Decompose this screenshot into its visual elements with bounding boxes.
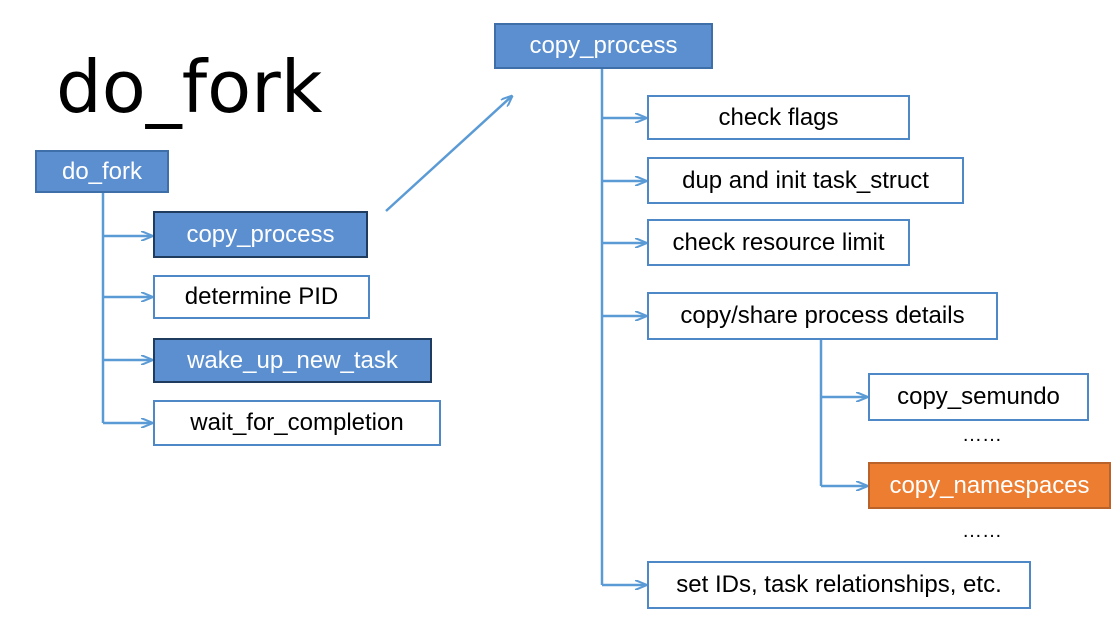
sub-child-copy-semundo: copy_semundo <box>868 373 1089 421</box>
sub-child-copy-namespaces: copy_namespaces <box>868 462 1111 509</box>
right-child-set-ids: set IDs, task relationships, etc. <box>647 561 1031 609</box>
left-child-wake-up-new-task: wake_up_new_task <box>153 338 432 383</box>
page-title: do_fork <box>56 45 323 129</box>
left-child-copy-process: copy_process <box>153 211 368 258</box>
right-child-check-resource-limit: check resource limit <box>647 219 910 266</box>
right-child-dup-init-task-struct: dup and init task_struct <box>647 157 964 204</box>
left-root-box: do_fork <box>35 150 169 193</box>
ellipsis-1: …… <box>962 424 1002 446</box>
right-child-check-flags: check flags <box>647 95 910 140</box>
left-child-determine-pid: determine PID <box>153 275 370 319</box>
right-child-copy-share-process-details: copy/share process details <box>647 292 998 340</box>
left-child-wait-for-completion: wait_for_completion <box>153 400 441 446</box>
right-root-box: copy_process <box>494 23 713 69</box>
ellipsis-2: …… <box>962 520 1002 542</box>
